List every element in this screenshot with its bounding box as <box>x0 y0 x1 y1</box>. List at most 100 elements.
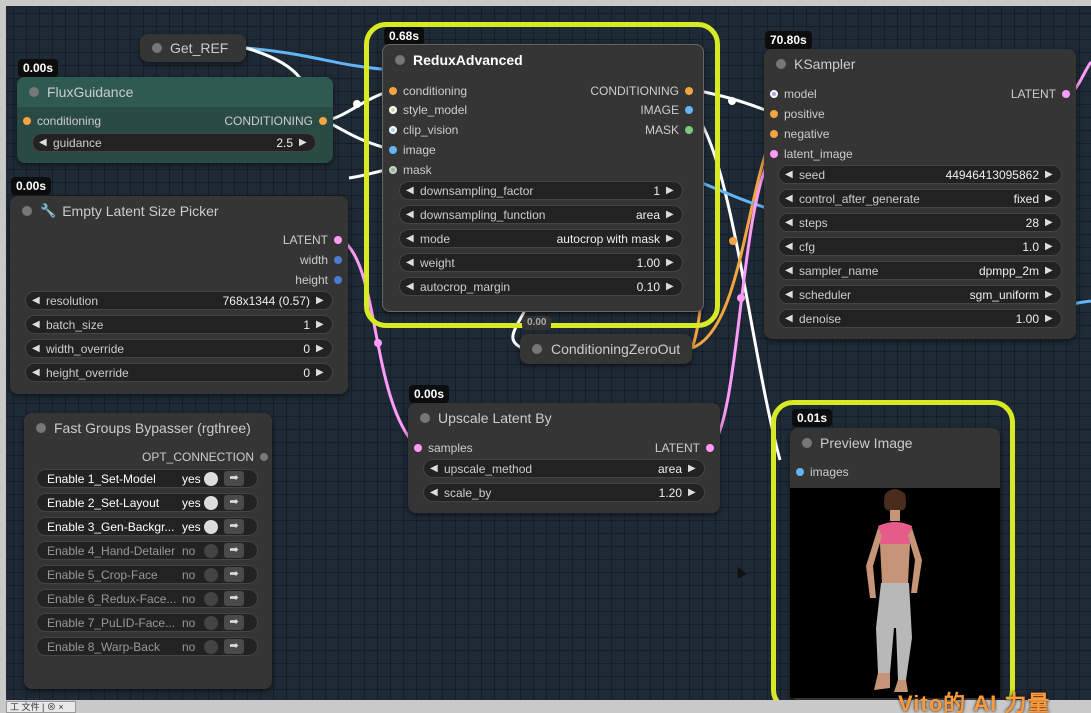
output-slot-conditioning[interactable]: CONDITIONING <box>590 83 693 99</box>
output-slot-latent[interactable]: LATENT <box>283 232 342 248</box>
arrow-right-icon[interactable]: ➡ <box>224 495 244 510</box>
mask-pin-icon[interactable] <box>389 166 397 174</box>
input-slot-model[interactable]: model <box>770 86 817 102</box>
arrow-right-icon[interactable]: ➡ <box>224 567 244 582</box>
conditioning-pin-icon[interactable] <box>770 110 778 118</box>
increment-arrow-icon[interactable]: ▶ <box>299 137 307 148</box>
latent-pin-icon[interactable] <box>414 444 422 452</box>
mode-widget[interactable]: ◀ mode autocrop with mask ▶ <box>399 229 683 248</box>
increment-arrow-icon[interactable]: ▶ <box>1045 241 1053 252</box>
resolution-widget[interactable]: ◀ resolution 768x1344 (0.57) ▶ <box>25 291 333 310</box>
mask-pin-icon[interactable] <box>685 126 693 134</box>
decrement-arrow-icon[interactable]: ◀ <box>32 367 40 378</box>
increment-arrow-icon[interactable]: ▶ <box>1045 313 1053 324</box>
increment-arrow-icon[interactable]: ▶ <box>1045 169 1053 180</box>
increment-arrow-icon[interactable]: ▶ <box>316 367 324 378</box>
collapse-dot-icon[interactable] <box>420 413 430 423</box>
decrement-arrow-icon[interactable]: ◀ <box>430 463 438 474</box>
toggle-switch-icon[interactable] <box>204 495 218 510</box>
latent-pin-icon[interactable] <box>334 236 342 244</box>
conditioning-pin-icon[interactable] <box>770 130 778 138</box>
int-pin-icon[interactable] <box>334 276 342 284</box>
latent-pin-icon[interactable] <box>770 150 778 158</box>
input-slot-images[interactable]: images <box>796 464 849 480</box>
decrement-arrow-icon[interactable]: ◀ <box>430 487 438 498</box>
conditioning-pin-icon[interactable] <box>23 117 31 125</box>
steps-widget[interactable]: ◀ steps 28 ▶ <box>778 213 1062 232</box>
clip-vision-pin-icon[interactable] <box>389 126 397 134</box>
guidance-widget[interactable]: ◀ guidance 2.5 ▶ <box>32 133 316 152</box>
decrement-arrow-icon[interactable]: ◀ <box>785 265 793 276</box>
decrement-arrow-icon[interactable]: ◀ <box>785 289 793 300</box>
decrement-arrow-icon[interactable]: ◀ <box>785 217 793 228</box>
increment-arrow-icon[interactable]: ▶ <box>666 209 674 220</box>
height-override-widget[interactable]: ◀ height_override 0 ▶ <box>25 363 333 382</box>
increment-arrow-icon[interactable]: ▶ <box>1045 289 1053 300</box>
int-pin-icon[interactable] <box>334 256 342 264</box>
increment-arrow-icon[interactable]: ▶ <box>688 463 696 474</box>
input-slot-negative[interactable]: negative <box>770 126 829 142</box>
arrow-right-icon[interactable]: ➡ <box>224 639 244 654</box>
image-pin-icon[interactable] <box>389 146 397 154</box>
arrow-right-icon[interactable]: ➡ <box>224 543 244 558</box>
toggle-switch-icon[interactable] <box>204 639 218 654</box>
decrement-arrow-icon[interactable]: ◀ <box>32 343 40 354</box>
decrement-arrow-icon[interactable]: ◀ <box>785 169 793 180</box>
output-slot-width[interactable]: width <box>300 252 342 268</box>
conditioning-zero-out-node[interactable]: ConditioningZeroOut <box>520 334 692 364</box>
input-slot-latent-image[interactable]: latent_image <box>770 146 853 162</box>
output-slot-latent[interactable]: LATENT <box>1011 86 1070 102</box>
collapse-dot-icon[interactable] <box>152 43 162 53</box>
increment-arrow-icon[interactable]: ▶ <box>666 185 674 196</box>
input-slot-mask[interactable]: mask <box>389 162 432 178</box>
increment-arrow-icon[interactable]: ▶ <box>1045 217 1053 228</box>
scale-by-widget[interactable]: ◀ scale_by 1.20 ▶ <box>423 483 705 502</box>
increment-arrow-icon[interactable]: ▶ <box>316 343 324 354</box>
fast-groups-bypasser-node[interactable]: Fast Groups Bypasser (rgthree) OPT_CONNE… <box>24 413 272 689</box>
input-slot-conditioning[interactable]: conditioning <box>389 83 467 99</box>
toggle-switch-icon[interactable] <box>204 615 218 630</box>
decrement-arrow-icon[interactable]: ◀ <box>406 281 414 292</box>
downsampling-factor-widget[interactable]: ◀ downsampling_factor 1 ▶ <box>399 181 683 200</box>
bypass-row[interactable]: Enable 7_PuLID-Face...no➡ <box>36 613 258 632</box>
increment-arrow-icon[interactable]: ▶ <box>1045 265 1053 276</box>
arrow-right-icon[interactable]: ➡ <box>224 519 244 534</box>
get-ref-node[interactable]: Get_REF <box>140 34 246 62</box>
weight-widget[interactable]: ◀ weight 1.00 ▶ <box>399 253 683 272</box>
upscale-method-widget[interactable]: ◀ upscale_method area ▶ <box>423 459 705 478</box>
seed-widget[interactable]: ◀ seed 44946413095862 ▶ <box>778 165 1062 184</box>
decrement-arrow-icon[interactable]: ◀ <box>785 193 793 204</box>
arrow-right-icon[interactable]: ➡ <box>224 471 244 486</box>
increment-arrow-icon[interactable]: ▶ <box>316 295 324 306</box>
decrement-arrow-icon[interactable]: ◀ <box>406 257 414 268</box>
opt-connection-pin-icon[interactable] <box>260 453 268 461</box>
arrow-right-icon[interactable]: ➡ <box>224 615 244 630</box>
output-slot-opt-connection[interactable]: OPT_CONNECTION <box>142 449 268 465</box>
upscale-latent-by-node[interactable]: Upscale Latent By samples LATENT ◀ upsca… <box>408 403 720 513</box>
output-slot-mask[interactable]: MASK <box>645 122 693 138</box>
empty-latent-size-picker-node[interactable]: 🔧 Empty Latent Size Picker LATENT width … <box>10 196 348 394</box>
decrement-arrow-icon[interactable]: ◀ <box>406 209 414 220</box>
bypass-row[interactable]: Enable 6_Redux-Face...no➡ <box>36 589 258 608</box>
decrement-arrow-icon[interactable]: ◀ <box>32 319 40 330</box>
latent-pin-icon[interactable] <box>1062 90 1070 98</box>
output-slot-latent[interactable]: LATENT <box>655 440 714 456</box>
toggle-switch-icon[interactable] <box>204 591 218 606</box>
output-slot-height[interactable]: height <box>295 272 342 288</box>
collapse-dot-icon[interactable] <box>802 438 812 448</box>
bottom-tab[interactable]: 工 文件 | ⊗ × <box>6 701 76 713</box>
increment-arrow-icon[interactable]: ▶ <box>666 233 674 244</box>
flux-guidance-node[interactable]: FluxGuidance conditioning CONDITIONING ◀… <box>17 77 333 163</box>
style-model-pin-icon[interactable] <box>389 106 397 114</box>
input-slot-image[interactable]: image <box>389 142 436 158</box>
output-slot-conditioning[interactable]: CONDITIONING <box>224 113 327 129</box>
control-after-generate-widget[interactable]: ◀ control_after_generate fixed ▶ <box>778 189 1062 208</box>
preview-image-node[interactable]: Preview Image images <box>790 428 1000 700</box>
output-slot-image[interactable]: IMAGE <box>640 102 693 118</box>
collapse-dot-icon[interactable] <box>22 206 32 216</box>
toggle-switch-icon[interactable] <box>204 567 218 582</box>
